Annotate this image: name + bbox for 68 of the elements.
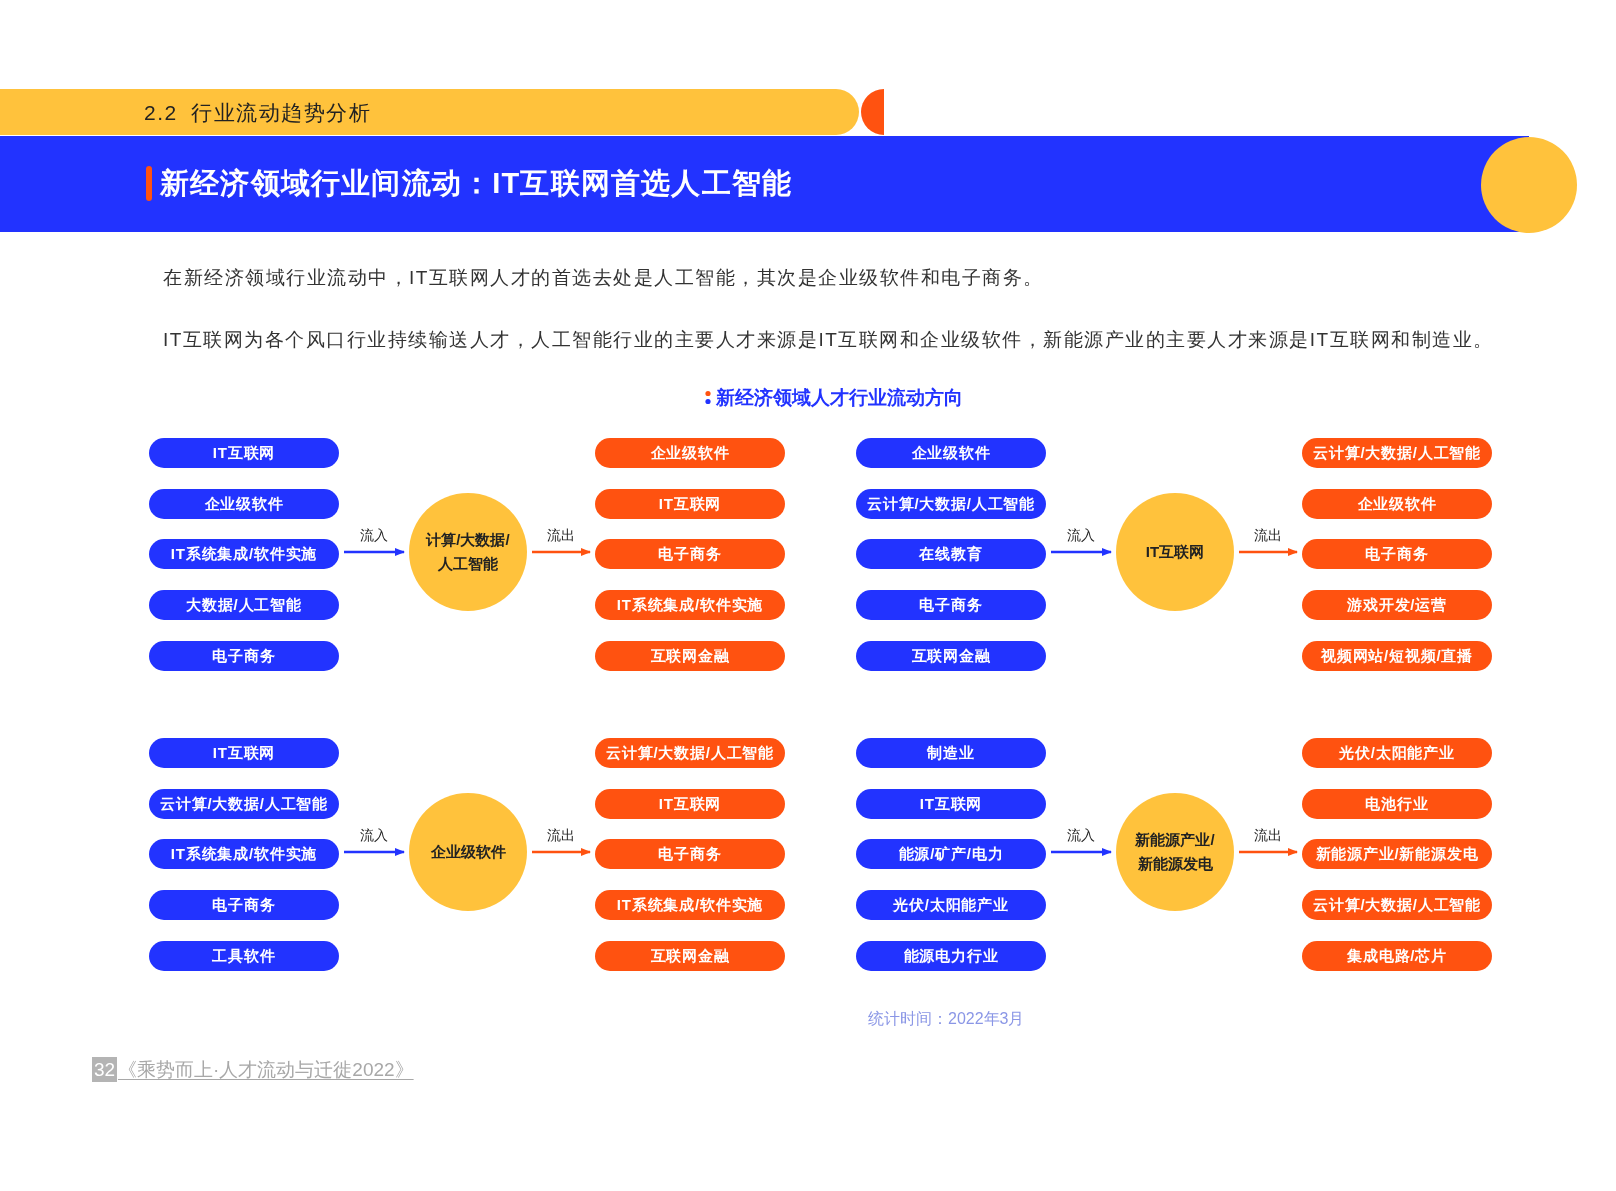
category-pill: 电子商务 (1302, 539, 1492, 569)
category-pill: IT互联网 (595, 789, 785, 819)
industry-circle: IT互联网 (1116, 493, 1234, 611)
category-pill: 电子商务 (856, 590, 1046, 620)
edge-label: 流入 (360, 826, 388, 844)
category-pill: IT互联网 (595, 489, 785, 519)
category-pill: 光伏/太阳能产业 (1302, 738, 1492, 768)
page-title: 新经济领域行业间流动：IT互联网首选人工智能 (160, 166, 793, 201)
category-pill: IT互联网 (149, 438, 339, 468)
category-pill: 电子商务 (595, 839, 785, 869)
category-pill: 云计算/大数据/人工智能 (1302, 438, 1492, 468)
category-pill: 电子商务 (595, 539, 785, 569)
source-note: 统计时间：2022年3月 (868, 1008, 1025, 1029)
flow-arrow (344, 848, 405, 856)
edge-label: 流入 (1067, 526, 1095, 544)
chart-heading: 新经济领域人才行业流动方向 (716, 385, 963, 410)
category-pill: IT系统集成/软件实施 (595, 590, 785, 620)
category-pill: 企业级软件 (1302, 489, 1492, 519)
category-pill: 电子商务 (149, 890, 339, 920)
edge-label: 流出 (547, 826, 575, 844)
flow-arrow (532, 548, 591, 556)
edge-label: 流出 (547, 526, 575, 544)
category-pill: IT互联网 (856, 789, 1046, 819)
category-pill: 工具软件 (149, 941, 339, 971)
category-pill: 电池行业 (1302, 789, 1492, 819)
category-pill: 互联网金融 (856, 641, 1046, 671)
category-pill: 互联网金融 (595, 641, 785, 671)
category-pill: 制造业 (856, 738, 1046, 768)
intro-paragraph: IT互联网为各个风口行业持续输送人才，人工智能行业的主要人才来源是IT互联网和企业级软件，新能源产业的主要人才来源是IT互联网和制造业。 (163, 327, 1494, 352)
category-pill: IT系统集成/软件实施 (595, 890, 785, 920)
intro-paragraph: 在新经济领域行业流动中，IT互联网人才的首选去处是人工智能，其次是企业级软件和电子商务。 (163, 265, 1044, 290)
edge-label: 流出 (1254, 526, 1282, 544)
category-pill: 大数据/人工智能 (149, 590, 339, 620)
flow-arrow (532, 848, 591, 856)
category-pill: 电子商务 (149, 641, 339, 671)
industry-circle: 计算/大数据/人工智能 (409, 493, 527, 611)
category-pill: 能源电力行业 (856, 941, 1046, 971)
category-pill: 游戏开发/运营 (1302, 590, 1492, 620)
category-pill: 在线教育 (856, 539, 1046, 569)
flow-arrow (1239, 548, 1298, 556)
category-pill: 云计算/大数据/人工智能 (1302, 890, 1492, 920)
section-heading: 2.2 行业流动趋势分析 (144, 99, 372, 126)
category-pill: IT系统集成/软件实施 (149, 839, 339, 869)
industry-circle: 新能源产业/新能源发电 (1116, 793, 1234, 911)
category-pill: 云计算/大数据/人工智能 (595, 738, 785, 768)
category-pill: 能源/矿产/电力 (856, 839, 1046, 869)
category-pill: 集成电路/芯片 (1302, 941, 1492, 971)
category-pill: 企业级软件 (856, 438, 1046, 468)
category-pill: 云计算/大数据/人工智能 (149, 789, 339, 819)
category-pill: 光伏/太阳能产业 (856, 890, 1046, 920)
edge-label: 流入 (360, 526, 388, 544)
flow-arrow (1239, 848, 1298, 856)
report-title: 《乘势而上·人才流动与迁徙2022》 (118, 1057, 414, 1082)
flow-arrow (1051, 848, 1112, 856)
page-number: 32 (92, 1056, 118, 1082)
category-pill: 企业级软件 (595, 438, 785, 468)
category-pill: IT互联网 (149, 738, 339, 768)
category-pill: 互联网金融 (595, 941, 785, 971)
edge-label: 流出 (1254, 826, 1282, 844)
category-pill: 云计算/大数据/人工智能 (856, 489, 1046, 519)
industry-circle: 企业级软件 (409, 793, 527, 911)
category-pill: IT系统集成/软件实施 (149, 539, 339, 569)
category-pill: 企业级软件 (149, 489, 339, 519)
edge-label: 流入 (1067, 826, 1095, 844)
category-pill: 视频网站/短视频/直播 (1302, 641, 1492, 671)
category-pill: 新能源产业/新能源发电 (1302, 839, 1492, 869)
flow-arrow (344, 548, 405, 556)
flow-arrow (1051, 548, 1112, 556)
